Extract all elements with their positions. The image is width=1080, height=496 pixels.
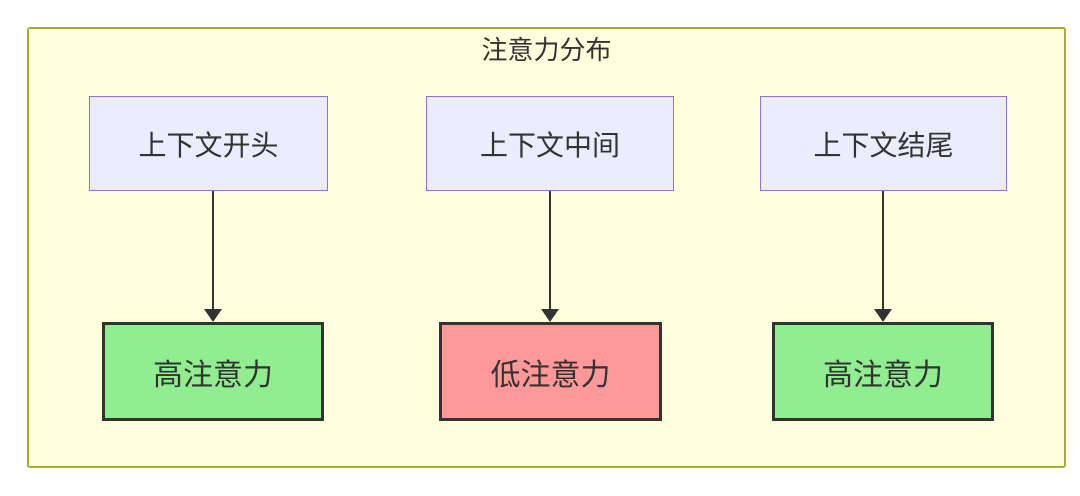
node-label: 高注意力 — [823, 358, 943, 392]
node-context-end: 上下文结尾 — [760, 96, 1007, 191]
arrowhead-down-icon — [874, 309, 892, 322]
flow-arrow-3 — [874, 191, 892, 322]
arrowhead-down-icon — [541, 309, 559, 322]
node-context-beginning: 上下文开头 — [89, 96, 328, 191]
node-high-attention-1: 高注意力 — [102, 322, 324, 421]
diagram-title: 注意力分布 — [481, 35, 612, 65]
node-label: 上下文结尾 — [813, 129, 954, 161]
node-context-middle: 上下文中间 — [426, 96, 674, 191]
arrow-line — [549, 191, 551, 310]
arrowhead-down-icon — [204, 309, 222, 322]
node-high-attention-2: 高注意力 — [772, 322, 994, 421]
subgraph-attention-distribution: 注意力分布 上下文开头 高注意力 上下文中间 低注意力 上下文结尾 — [27, 27, 1066, 468]
arrow-line — [882, 191, 884, 310]
flow-arrow-2 — [541, 191, 559, 322]
node-low-attention: 低注意力 — [439, 322, 662, 421]
arrow-line — [212, 191, 214, 310]
node-label: 上下文开头 — [138, 129, 279, 161]
node-label: 低注意力 — [490, 358, 611, 392]
flow-arrow-1 — [204, 191, 222, 322]
node-label: 高注意力 — [153, 358, 273, 392]
node-label: 上下文中间 — [479, 129, 620, 161]
